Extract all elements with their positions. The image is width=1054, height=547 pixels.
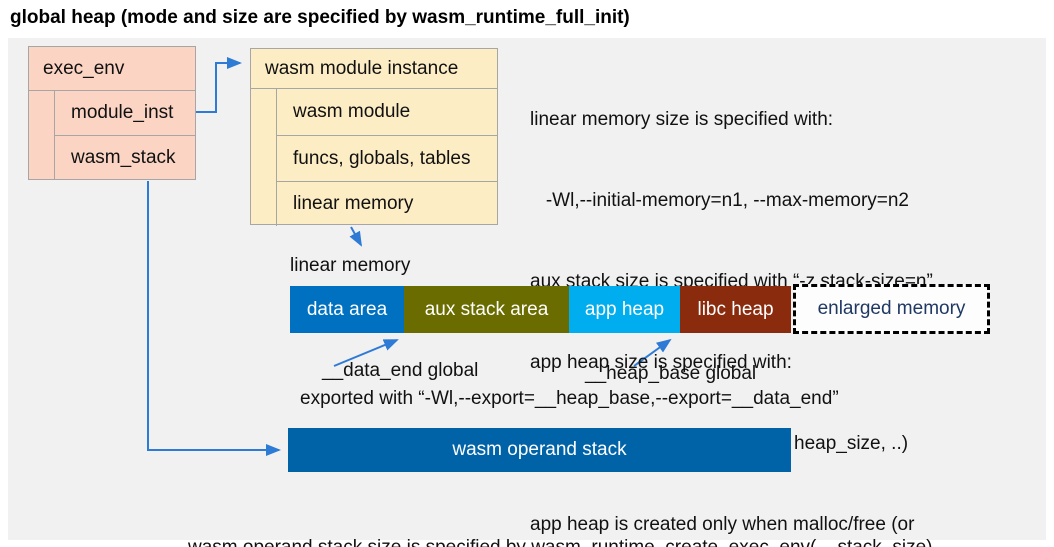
module-instance-row-funcs-globals-tables: funcs, globals, tables [277, 136, 497, 182]
segment-aux-stack-area: aux stack area [404, 286, 569, 333]
exec-env-row-wasm-stack: wasm_stack [71, 147, 176, 168]
heap-base-global-label: __heap_base global [585, 363, 757, 384]
module-instance-title: wasm module instance [251, 49, 497, 89]
note-line: app heap size is specified with: [530, 352, 792, 373]
segment-data-area: data area [290, 286, 404, 333]
linear-memory-bar: data area aux stack area app heap libc h… [290, 286, 791, 333]
note-line: app heap is created only when malloc/fre… [530, 514, 915, 535]
exec-env-box: exec_env module_inst wasm_stack [28, 46, 196, 180]
note-line: linear memory size is specified with: [530, 109, 834, 130]
linear-memory-label: linear memory [290, 255, 411, 276]
module-instance-rows: wasm module funcs, globals, tables linea… [276, 89, 497, 226]
diagram-title: global heap (mode and size are specified… [10, 7, 630, 28]
exec-env-row-module-inst: module_inst [55, 91, 195, 136]
segment-app-heap: app heap [569, 286, 680, 333]
segment-libc-heap: libc heap [680, 286, 791, 333]
module-instance-row-linear-memory: linear memory [293, 193, 414, 214]
module-instance-row-wasm-module: wasm module [277, 89, 497, 136]
wasm-operand-stack-bar: wasm operand stack [288, 428, 791, 472]
exec-env-title: exec_env [29, 47, 195, 91]
exec-env-rows: module_inst wasm_stack [54, 91, 195, 180]
module-instance-box: wasm module instance wasm module funcs, … [250, 48, 498, 226]
exported-with-label: exported with “-Wl,--export=__heap_base,… [300, 388, 839, 409]
note-line: -Wl,--initial-memory=n1, --max-memory=n2 [530, 190, 909, 211]
segment-enlarged-memory: enlarged memory [793, 284, 990, 334]
operand-stack-notes: wasm operand stack size is specified by … [188, 480, 933, 547]
data-end-global-label: __data_end global [322, 360, 479, 381]
note-line: wasm operand stack size is specified by … [188, 534, 933, 547]
